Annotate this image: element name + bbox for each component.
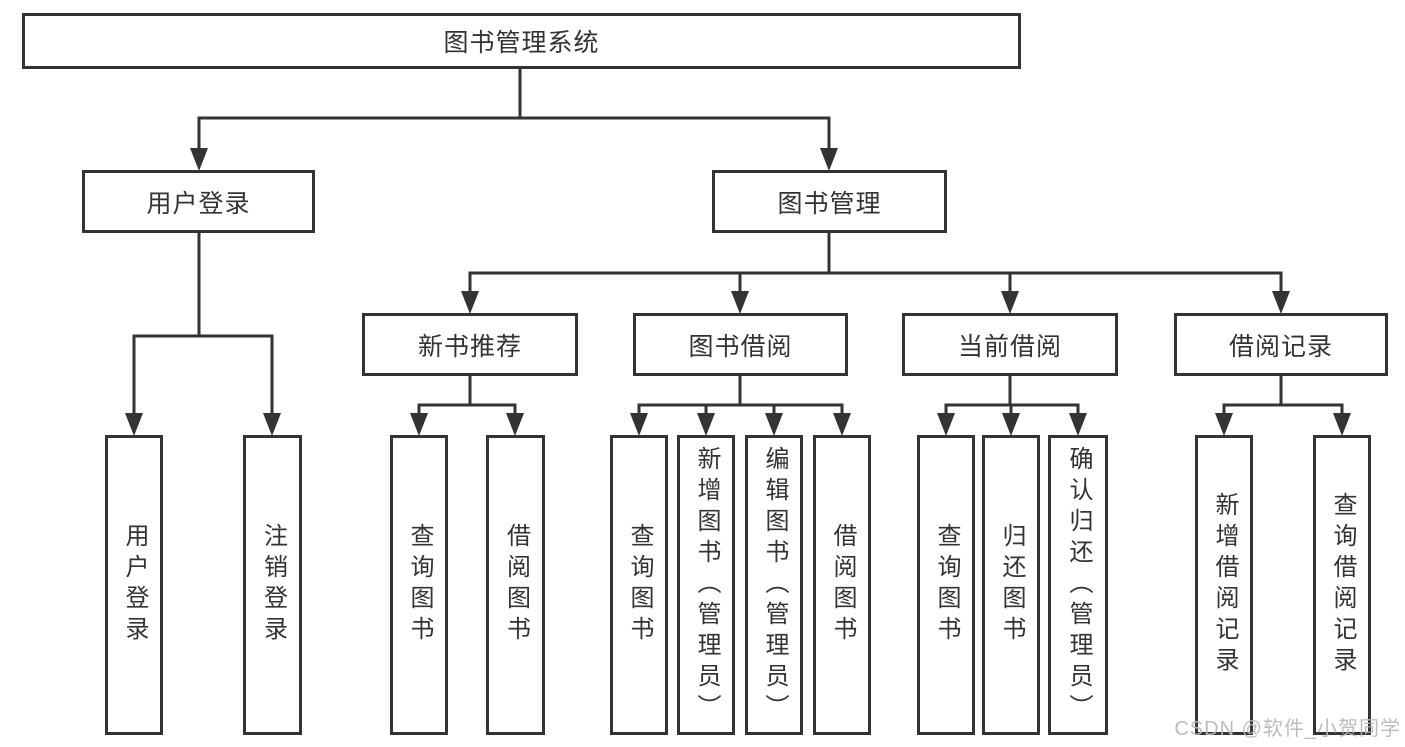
watermark-text: CSDN @软件_小贺同学 (1174, 718, 1401, 740)
leaf-query-borrow-record: 查询借阅记录 (1313, 435, 1371, 735)
leaf-user-login: 用户登录 (105, 435, 163, 735)
leaf-label: 新增图书（管理员） (693, 445, 720, 725)
leaf-label: 注销登录 (259, 523, 287, 647)
leaf-label: 确认归还（管理员） (1065, 445, 1092, 725)
leaf-label: 新增借阅记录 (1211, 492, 1238, 678)
leaf-query-books-recommend: 查询图书 (390, 435, 448, 735)
leaf-label: 用户登录 (121, 523, 148, 647)
leaf-confirm-return-admin: 确认归还（管理员） (1048, 435, 1108, 735)
leaf-label: 编辑图书（管理员） (761, 445, 788, 725)
leaf-borrow-books-recommend: 借阅图书 (486, 435, 545, 735)
leaf-add-borrow-record: 新增借阅记录 (1195, 435, 1253, 735)
node-label: 图书管理系统 (443, 29, 600, 57)
node-book-borrow: 图书借阅 (633, 313, 848, 376)
leaf-query-books-current: 查询图书 (917, 435, 975, 735)
node-label: 新书推荐 (417, 332, 522, 361)
leaf-label: 查询图书 (626, 523, 653, 647)
leaf-label: 借阅图书 (502, 523, 530, 647)
node-borrow-records: 借阅记录 (1174, 313, 1388, 376)
node-new-book-recommend: 新书推荐 (362, 313, 578, 376)
leaf-edit-books-admin: 编辑图书（管理员） (745, 435, 803, 735)
node-book-management: 图书管理 (712, 170, 947, 233)
leaf-add-books-admin: 新增图书（管理员） (677, 435, 735, 735)
leaf-query-books-borrow: 查询图书 (610, 435, 668, 735)
leaf-label: 查询借阅记录 (1329, 492, 1356, 678)
leaf-label: 查询图书 (933, 523, 960, 647)
leaf-borrow-books: 借阅图书 (813, 435, 871, 735)
node-label: 图书管理 (777, 189, 882, 218)
leaf-label: 查询图书 (406, 523, 433, 647)
node-label: 图书借阅 (688, 332, 793, 361)
leaf-logout: 注销登录 (243, 435, 302, 735)
node-library-system: 图书管理系统 (22, 13, 1021, 69)
arrowheads (125, 148, 1351, 436)
node-current-borrow: 当前借阅 (902, 313, 1118, 376)
leaf-return-books: 归还图书 (982, 435, 1040, 735)
node-label: 借阅记录 (1228, 332, 1333, 361)
leaf-label: 归还图书 (998, 523, 1025, 647)
leaf-label: 借阅图书 (829, 523, 856, 647)
node-user-login: 用户登录 (82, 170, 315, 233)
node-label: 用户登录 (146, 189, 251, 218)
node-label: 当前借阅 (957, 332, 1062, 361)
